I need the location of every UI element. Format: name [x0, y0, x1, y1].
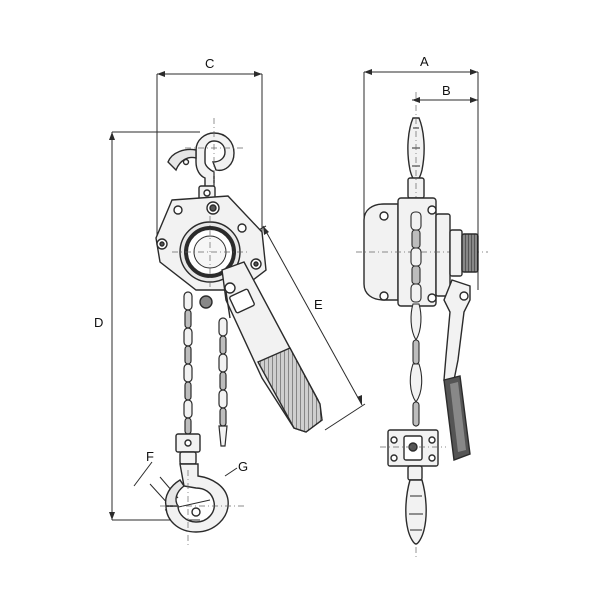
slack-chain: [218, 317, 228, 447]
dim-e-line: [262, 225, 363, 406]
front-knob: [449, 229, 479, 277]
lever-handle: [199, 261, 323, 433]
load-wheel: [172, 216, 250, 290]
dimension-label-b: B: [442, 83, 451, 98]
dimension-label-d: D: [94, 315, 104, 330]
front-lever: [443, 279, 471, 461]
dimension-label-g: G: [238, 459, 249, 474]
dimension-label-a: A: [420, 54, 429, 69]
dim-e-bottom-extension: [324, 403, 366, 431]
dimension-lines: [109, 69, 479, 521]
dimension-label-c: C: [205, 56, 215, 71]
front-bottom-block: [380, 429, 446, 467]
top-hook: [167, 118, 245, 201]
front-inner-chain: [410, 211, 422, 303]
dim-g-leader: [224, 467, 238, 477]
front-bottom-hook: [405, 465, 427, 545]
dimension-label-e: E: [314, 297, 323, 312]
load-chain: [183, 291, 193, 435]
bottom-hook: [160, 433, 245, 545]
front-load-chain: [409, 303, 423, 427]
hoist-side-view: [155, 118, 323, 545]
dimension-label-f: F: [146, 449, 154, 464]
dim-f-leader: [133, 461, 153, 487]
hoist-front-view: [356, 92, 488, 560]
